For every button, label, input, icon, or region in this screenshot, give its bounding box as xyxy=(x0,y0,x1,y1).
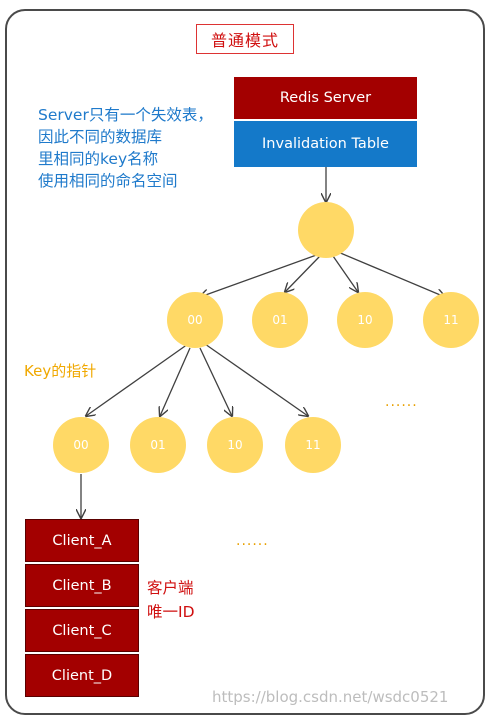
level1-node-10 xyxy=(337,292,393,348)
client-box-d: Client_D xyxy=(25,654,139,697)
edge-root-01 xyxy=(285,255,321,292)
client-box-b: Client_B xyxy=(25,564,139,607)
level2-node-00 xyxy=(53,417,109,473)
level2-label-11: 11 xyxy=(305,438,321,452)
edge-00-11 xyxy=(204,343,308,416)
level2-node-01 xyxy=(130,417,186,473)
redis-server-box: Redis Server xyxy=(234,77,417,119)
key-pointer-label: Key的指针 xyxy=(24,362,97,380)
level1-node-01 xyxy=(252,292,308,348)
edge-00-10 xyxy=(199,347,232,416)
server-note-line: Server只有一个失效表， xyxy=(38,106,213,124)
server-note-line: 因此不同的数据库 xyxy=(38,128,163,146)
edge-root-10 xyxy=(332,255,358,292)
edge-00-00 xyxy=(86,343,189,416)
edge-00-01 xyxy=(160,347,191,416)
level1-label-00: 00 xyxy=(187,313,203,327)
level2-node-10 xyxy=(207,417,263,473)
client-list: Client_A Client_B Client_C Client_D xyxy=(25,519,139,699)
edge-root-11 xyxy=(337,251,445,297)
level2-label-10: 10 xyxy=(227,438,243,452)
server-note-line: 使用相同的命名空间 xyxy=(38,172,178,190)
level2-label-00: 00 xyxy=(73,438,89,452)
ellipsis-clients: ...... xyxy=(236,533,269,549)
client-id-note: 客户端 唯一ID xyxy=(147,576,195,624)
level1-node-11 xyxy=(423,292,479,348)
level1-label-11: 11 xyxy=(443,313,459,327)
edge-root-00 xyxy=(200,252,323,297)
watermark: https://blog.csdn.net/wsdc0521 xyxy=(212,688,449,706)
diagram-title: 普通模式 xyxy=(196,24,294,54)
server-note: Server只有一个失效表， 因此不同的数据库 里相同的key名称 使用相同的命… xyxy=(38,104,213,192)
server-note-line: 里相同的key名称 xyxy=(38,150,159,168)
level1-node-00 xyxy=(167,292,223,348)
client-id-note-line: 唯一ID xyxy=(147,603,195,621)
level2-label-01: 01 xyxy=(150,438,166,452)
client-id-note-line: 客户端 xyxy=(147,579,194,597)
level1-label-10: 10 xyxy=(357,313,373,327)
level1-label-01: 01 xyxy=(272,313,288,327)
client-box-c: Client_C xyxy=(25,609,139,652)
ellipsis-level2: ...... xyxy=(385,394,418,410)
level2-node-11 xyxy=(285,417,341,473)
invalidation-table-box: Invalidation Table xyxy=(234,121,417,167)
client-box-a: Client_A xyxy=(25,519,139,562)
root-node xyxy=(298,202,354,258)
